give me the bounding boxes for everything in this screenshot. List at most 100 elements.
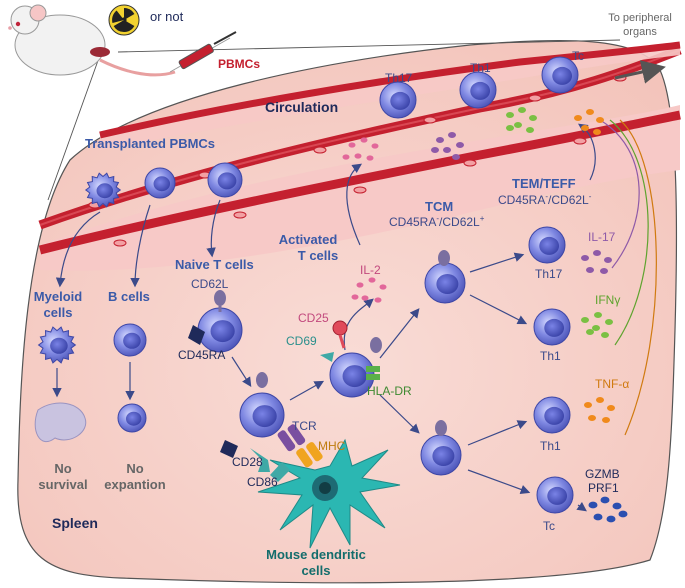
tc-label: Tc xyxy=(543,519,555,533)
arrow-tcm2-tc xyxy=(467,469,531,495)
pbmc-t-cell xyxy=(207,162,243,198)
no-expantion-line2: expantion xyxy=(104,477,166,492)
spleen-title: Spleen xyxy=(52,515,98,531)
circulation-title: Circulation xyxy=(265,99,339,115)
circ-tc-label: Tc xyxy=(572,49,584,63)
hladr-receptor xyxy=(366,366,380,380)
cd69-receptor xyxy=(320,352,334,362)
zoom-line-left xyxy=(47,54,101,201)
prf1-label: PRF1 xyxy=(588,481,619,495)
primed-t-cell xyxy=(239,392,285,438)
myeloid-line1: Myeloid xyxy=(33,289,83,304)
th17-cell xyxy=(528,226,566,264)
pbmc-myeloid xyxy=(84,172,122,208)
b-cell-resting xyxy=(117,403,147,433)
circ-th1-label: Th1 xyxy=(470,61,491,75)
arrow-pbmc-myeloid xyxy=(55,211,101,288)
myeloid-cell xyxy=(37,326,77,364)
tcr-label: TCR xyxy=(292,419,317,433)
il2-dots xyxy=(351,277,387,303)
cd62l-receptor xyxy=(214,250,450,436)
cd25-receptor xyxy=(332,320,348,349)
activated-line1: Activated xyxy=(278,232,338,247)
ifng-dots-circ xyxy=(506,107,537,133)
tem-teff-label: TEM/TEFF xyxy=(512,176,576,191)
tcm-markers: CD45RA-/CD62L+ xyxy=(389,214,485,229)
cd25-label: CD25 xyxy=(298,311,329,325)
th1-cell-b xyxy=(533,396,571,434)
tc-cell xyxy=(536,476,574,514)
to-peripheral-line1: To peripheral xyxy=(608,12,672,24)
cd28-cd86 xyxy=(250,448,290,482)
arrow-tcm-th1 xyxy=(469,294,528,325)
cd62l-label: CD62L xyxy=(191,277,229,291)
cd28-label: CD28 xyxy=(232,455,263,469)
return-line-tnf xyxy=(619,119,657,436)
gzmb-dots xyxy=(588,496,628,523)
radiation-icon xyxy=(108,4,140,36)
cd69-label: CD69 xyxy=(286,334,317,348)
mouse-illustration xyxy=(8,4,176,77)
arrow-activated-il2 xyxy=(343,298,374,351)
arrow-pbmc-t xyxy=(206,199,221,258)
return-line-th1 xyxy=(609,119,649,346)
il2-label: IL-2 xyxy=(360,263,381,277)
il17-label: IL-17 xyxy=(588,230,616,244)
arrow-tcm-th17 xyxy=(469,252,525,273)
tnfa-dots xyxy=(584,397,615,423)
dc-line2: cells xyxy=(301,563,331,578)
cd45ra-receptor xyxy=(188,325,238,458)
circ-th17-cell xyxy=(379,81,417,119)
b-cells-label: B cells xyxy=(108,289,150,304)
tem-markers: CD45RA-/CD62L- xyxy=(498,192,592,207)
il2-dots-circ xyxy=(342,137,379,161)
arrow-activated-tcm xyxy=(379,308,420,359)
no-survival-line1: No xyxy=(54,461,72,476)
no-expantion-line1: No xyxy=(126,461,144,476)
to-peripheral-line2: organs xyxy=(623,26,657,38)
circ-th1-cell xyxy=(459,71,497,109)
b-cell xyxy=(113,323,147,357)
il17-dots-circ xyxy=(431,132,464,160)
th1-cell-a xyxy=(533,308,571,346)
arrow-pbmc-b xyxy=(130,204,151,288)
pbmc-b-cell xyxy=(144,167,176,199)
no-survival-line2: survival xyxy=(38,477,88,492)
th17-label: Th17 xyxy=(535,267,563,281)
arrow-primed-activated xyxy=(289,380,325,401)
circ-th17-label: Th17 xyxy=(385,71,413,85)
ifng-dots xyxy=(581,312,613,338)
cd45ra-label: CD45RA xyxy=(178,348,226,362)
vessel-wall-bottom xyxy=(38,110,681,255)
th1-label-a: Th1 xyxy=(540,349,561,363)
myeloid-line2: cells xyxy=(43,305,73,320)
to-peripheral-arrow xyxy=(614,60,666,84)
tcm-cell xyxy=(424,262,466,304)
mouse-dendritic-cell xyxy=(257,438,401,549)
il17-dots xyxy=(581,250,612,274)
tcr-mhc-complex xyxy=(277,424,323,468)
activated-t-cell xyxy=(329,352,375,398)
circ-tc-cell xyxy=(541,56,579,94)
naive-t-cells-label: Naive T cells xyxy=(175,257,254,272)
arrow-activated-tcm2 xyxy=(379,394,420,434)
transplanted-pbmcs-label: Transplanted PBMCs xyxy=(85,136,216,151)
mhc-label: MHC xyxy=(318,439,346,453)
tcm-label: TCM xyxy=(425,199,454,214)
arrow-tc-gzmb xyxy=(576,501,587,512)
syringe-icon xyxy=(169,31,237,73)
hladr-label: HLA-DR xyxy=(367,384,412,398)
dead-myeloid-cell xyxy=(34,402,87,442)
ifng-label: IFNγ xyxy=(595,293,621,307)
cd86-label: CD86 xyxy=(247,475,278,489)
naive-t-cell xyxy=(197,307,243,353)
arrow-il2-circ xyxy=(346,163,362,246)
pbmcs-label: PBMCs xyxy=(218,57,261,71)
tnfa-label: TNF-α xyxy=(595,377,630,391)
th1-label-b: Th1 xyxy=(540,439,561,453)
dc-line1: Mouse dendritic xyxy=(266,547,366,562)
or-not-label: or not xyxy=(150,9,184,24)
activated-line2: T cells xyxy=(297,248,339,263)
tcm-cell-2 xyxy=(420,434,462,476)
